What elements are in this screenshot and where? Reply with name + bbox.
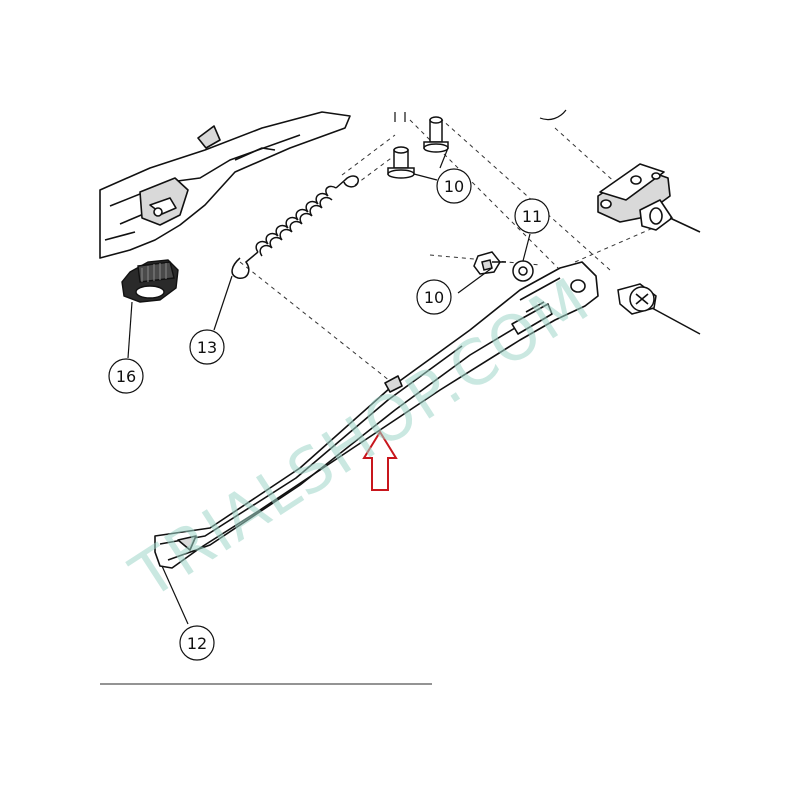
knob-16 [121, 259, 179, 303]
callout-16: 16 [108, 358, 144, 394]
callout-12: 12 [179, 625, 215, 661]
callout-label: 16 [116, 367, 136, 386]
watermark-text: TRIALSHOP.COM [118, 263, 603, 613]
callout-label: 11 [522, 207, 542, 226]
callout-11: 11 [514, 198, 550, 234]
mounting-bracket [539, 109, 701, 233]
bolt-10-upper [387, 112, 449, 179]
bolt-10-lower [473, 251, 506, 275]
side-stand-lever-12 [154, 261, 599, 569]
washer-11 [512, 260, 534, 282]
callout-label: 10 [424, 288, 444, 307]
callout-label: 10 [444, 177, 464, 196]
callout-label: 13 [197, 338, 217, 357]
arrow-up-outline-icon [362, 430, 398, 491]
spring-13 [231, 175, 359, 279]
callout-10-upper: 10 [436, 168, 472, 204]
frame-section [99, 111, 351, 259]
screw-right [617, 283, 701, 335]
callout-10-lower: 10 [416, 279, 452, 315]
watermark: TRIALSHOP.COM [118, 263, 603, 613]
callout-leaders [127, 147, 531, 625]
callout-label: 12 [187, 634, 207, 653]
callout-13: 13 [189, 329, 225, 365]
